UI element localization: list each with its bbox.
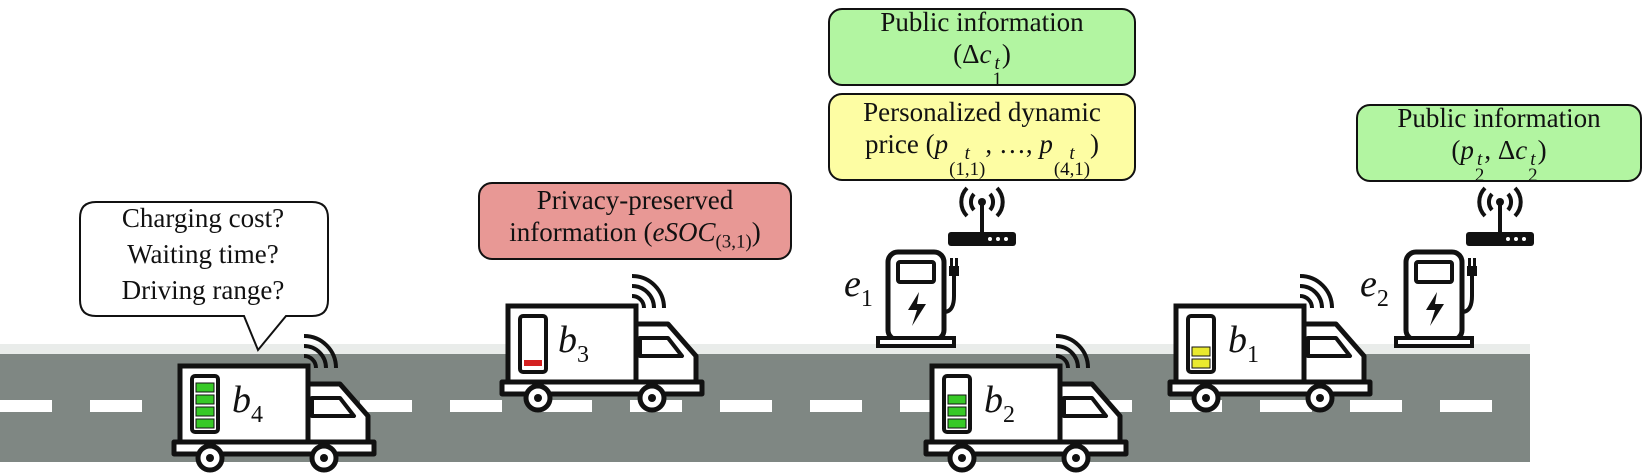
bubble-line-1: Charging cost? [121, 203, 285, 233]
battery-cell [947, 406, 967, 417]
vehicle-label-b2: b2 [984, 379, 1015, 428]
charging-station-icon-2 [1396, 252, 1477, 346]
lane-marking [1260, 400, 1312, 412]
privacy-line-1: Privacy-preserved [536, 184, 734, 215]
lane-marking [90, 400, 142, 412]
battery-cell [195, 406, 215, 417]
price-line-1: Personalized dynamic [863, 96, 1101, 127]
privacy-line-2: information (eSOC(3,1)) [509, 216, 761, 253]
speech-bubble [79, 201, 329, 352]
bubble-line-2: Waiting time? [127, 239, 279, 269]
station-label-e1: e1 [844, 263, 873, 312]
truck-icon-b2 [926, 336, 1126, 470]
battery-cell [947, 418, 967, 429]
vehicle-label-b3: b3 [558, 319, 589, 368]
router-icon-2 [1464, 186, 1536, 248]
vehicle-label-b1: b1 [1228, 319, 1259, 368]
battery-cell [1191, 358, 1211, 369]
lane-marking [720, 400, 772, 412]
lane-marking [0, 400, 52, 412]
vehicle-label-b4: b4 [232, 379, 263, 428]
lane-marking [360, 400, 412, 412]
battery-cell [1191, 346, 1211, 357]
battery-cell [195, 382, 215, 393]
battery-cell [947, 394, 967, 405]
battery-cell [195, 394, 215, 405]
speech-bubble-text: Charging cost? Waiting time? Driving ran… [78, 200, 328, 308]
lane-marking [540, 400, 592, 412]
lane-marking [810, 400, 862, 412]
truck-icon-b1 [1170, 276, 1370, 410]
battery-cell [524, 360, 542, 366]
bubble-line-3: Driving range? [121, 275, 285, 305]
privacy-info-box: Privacy-preserved information (eSOC(3,1)… [478, 182, 792, 260]
truck-icon-b4 [174, 336, 374, 470]
battery-cell [195, 418, 215, 429]
station-label-e2: e2 [1360, 263, 1389, 312]
public-1-line-1: Public information [880, 6, 1084, 37]
router-icon-1 [946, 186, 1018, 248]
public-2-line-1: Public information [1397, 102, 1601, 133]
lane-marking [1350, 400, 1402, 412]
charging-station-icon-1 [878, 252, 959, 346]
lane-marking [1440, 400, 1492, 412]
lane-marking [450, 400, 502, 412]
truck-icon-b3 [502, 276, 702, 410]
